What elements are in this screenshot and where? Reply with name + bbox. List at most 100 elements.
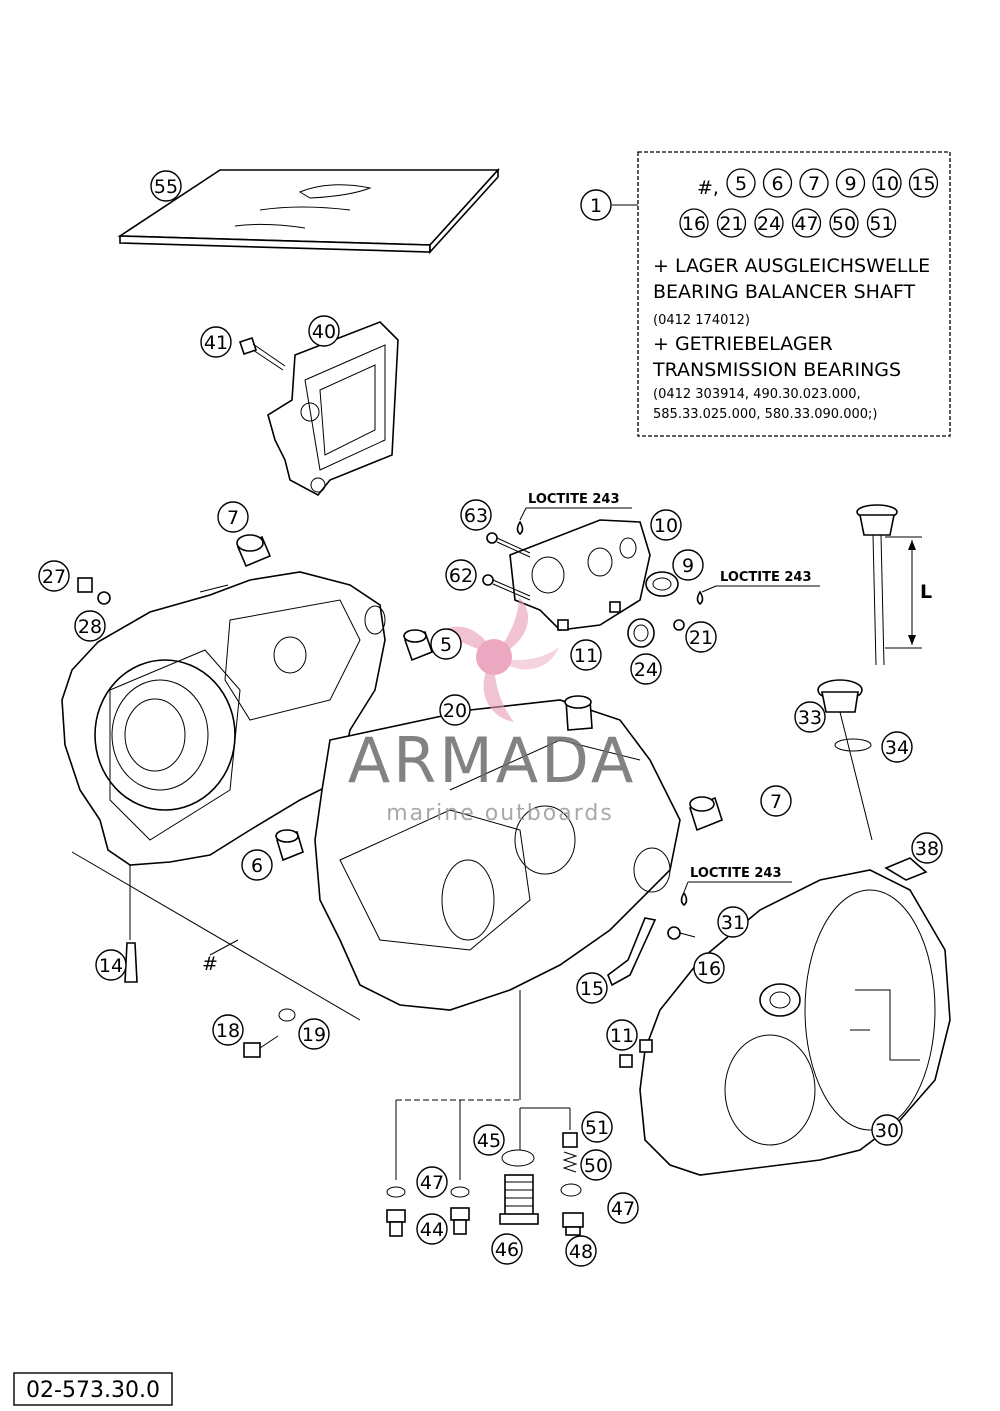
part-16-screw [667,926,696,940]
callout-circle [794,701,826,733]
callout-47: 47 [416,1166,448,1198]
document-number-box: 02-573.30.0 [13,1372,173,1406]
callout-20: 20 [439,694,471,726]
kit-item-10: 10 [872,168,902,198]
callout-circle [630,653,662,685]
callout-circle [871,1114,903,1146]
callout-label: 7 [770,791,782,813]
part-7-bushing-top [236,534,272,568]
callout-circle [717,906,749,938]
callout-circle [760,785,792,817]
part-33-filler-plug [817,679,873,841]
kit-text-line: (0412 303914, 490.30.023.000, [653,387,861,402]
kit-item-circle [866,208,897,238]
kit-item-21: 21 [716,208,747,238]
callout-27: 27 [38,560,70,592]
callout-label: 27 [42,566,66,588]
hash-bracket-lines [71,851,361,1021]
kit-item-7: 7 [799,168,829,198]
callout-10: 10 [650,509,682,541]
callout-31: 31 [717,906,749,938]
callout-30: 30 [871,1114,903,1146]
part-45-o-ring [501,1149,535,1167]
watermark-title: ARMADA [348,724,636,797]
callout-circle [200,326,232,358]
part-38-clip [884,857,928,881]
kit-text-line: BEARING BALANCER SHAFT [653,281,916,303]
kit-item-label: 16 [682,213,706,235]
part-44-drain-plugs [386,1207,470,1237]
part-55-manual [117,167,500,255]
loctite-label-1: LOCTITE 243 [519,492,632,521]
hash-label: # [202,953,218,975]
callout-14: 14 [95,949,127,981]
callout-24: 24 [630,653,662,685]
dimension-l-label: L [920,581,932,603]
callout-circle [672,549,704,581]
callout-45: 45 [473,1124,505,1156]
callout-label: 6 [251,855,263,877]
part-18-bolt [243,1035,279,1058]
callout-18: 18 [212,1014,244,1046]
callout-46: 46 [491,1233,523,1265]
kit-item-label: 51 [869,213,893,235]
callout-circle [95,949,127,981]
callout-circle [580,1149,612,1181]
callout-label: 14 [99,955,123,977]
kit-item-circle [726,168,756,198]
part-14-dowel [124,942,138,983]
callout-circle [473,1124,505,1156]
kit-item-label: 24 [757,213,781,235]
dipstick [856,504,922,666]
loctite-text-3: LOCTITE 243 [690,866,782,881]
kit-text-lines: + LAGER AUSGLEICHSWELLE BEARING BALANCER … [652,255,930,422]
callout-label: 5 [440,634,452,656]
part-5-bushing [403,629,434,662]
loctite-drop-3 [680,891,688,907]
kit-item-circle [829,208,859,238]
callout-5: 5 [430,628,462,660]
callout-label: 28 [78,616,102,638]
callout-label: 33 [798,707,822,729]
kit-item-circle [791,208,822,238]
part-9-bearing [645,571,679,597]
kit-text-line: + LAGER AUSGLEICHSWELLE [653,255,930,277]
kit-item-circle [908,168,939,198]
kit-item-15: 15 [908,168,939,198]
callout-label: 11 [574,645,598,667]
callout-15: 15 [576,972,608,1004]
callout-label: 47 [420,1172,444,1194]
part-63-bolt [486,532,531,558]
callout-circle [606,1019,638,1051]
left-crankcase-half [61,571,386,940]
callout-label: 48 [569,1241,593,1263]
callout-55: 55 [150,170,182,202]
callout-circle [607,1192,639,1224]
callout-circle [308,315,340,347]
callout-label: 20 [443,700,467,722]
part-50-spring [562,1151,578,1173]
callout-62: 62 [445,559,477,591]
callout-label: 62 [449,565,473,587]
callout-label: 16 [697,958,721,980]
callout-44: 44 [416,1213,448,1245]
drain-leader-lines [395,1099,571,1180]
part-7-bushing-right [689,796,723,832]
callout-47: 47 [607,1192,639,1224]
callout-40: 40 [308,315,340,347]
callout-circle [38,560,70,592]
callout-7: 7 [760,785,792,817]
kit-item-6: 6 [762,168,793,198]
part-34-o-ring [834,738,872,752]
callout-label: 41 [204,332,228,354]
part-48-plug [562,1212,584,1236]
callout-circle [430,628,462,660]
callout-circle [416,1213,448,1245]
callout-11: 11 [606,1019,638,1051]
kit-text-line: TRANSMISSION BEARINGS [652,359,901,381]
callout-label: 55 [154,176,178,198]
callout-33: 33 [794,701,826,733]
